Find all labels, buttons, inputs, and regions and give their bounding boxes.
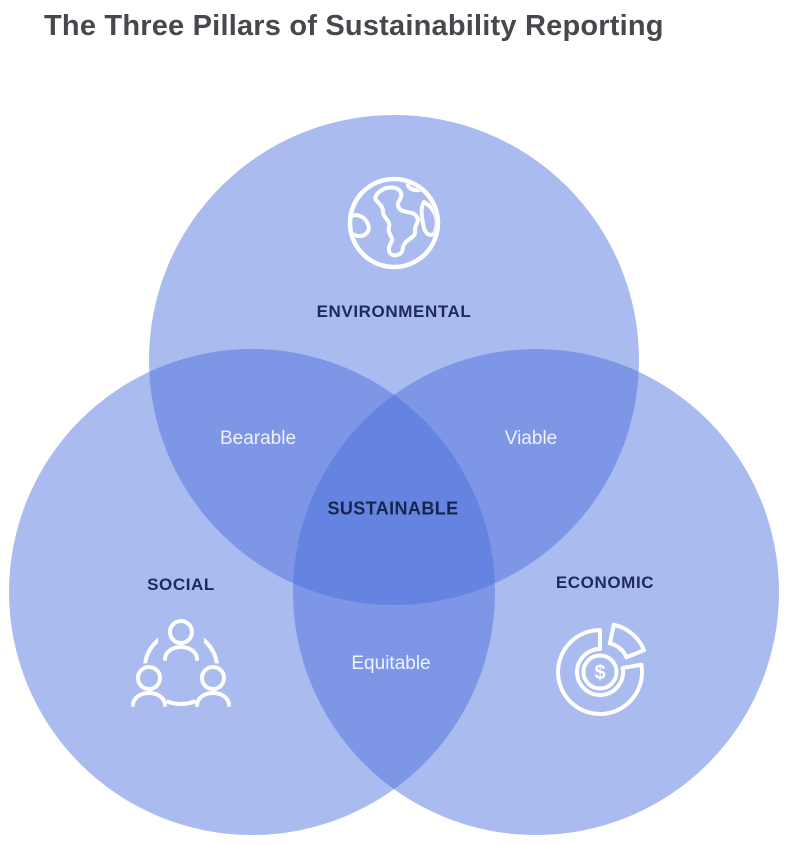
environmental-label: ENVIRONMENTAL [316, 302, 472, 321]
sustainable-center-label: SUSTAINABLE [327, 498, 459, 519]
globe-icon [347, 176, 441, 270]
equitable-overlap-label: Equitable [351, 653, 431, 674]
economic-label: ECONOMIC [555, 573, 655, 592]
social-circle [9, 349, 495, 835]
venn-circles [9, 115, 779, 835]
economic-circle [293, 349, 779, 835]
social-label: SOCIAL [147, 575, 215, 594]
bearable-overlap-label: Bearable [219, 428, 297, 449]
viable-overlap-label: Viable [504, 428, 558, 449]
environmental-circle [149, 115, 639, 605]
pie-chart-dollar-icon: $ [556, 622, 646, 716]
people-group-icon [131, 619, 231, 707]
page-title: The Three Pillars of Sustainability Repo… [44, 10, 664, 42]
dollar-sign-glyph: $ [594, 662, 605, 684]
